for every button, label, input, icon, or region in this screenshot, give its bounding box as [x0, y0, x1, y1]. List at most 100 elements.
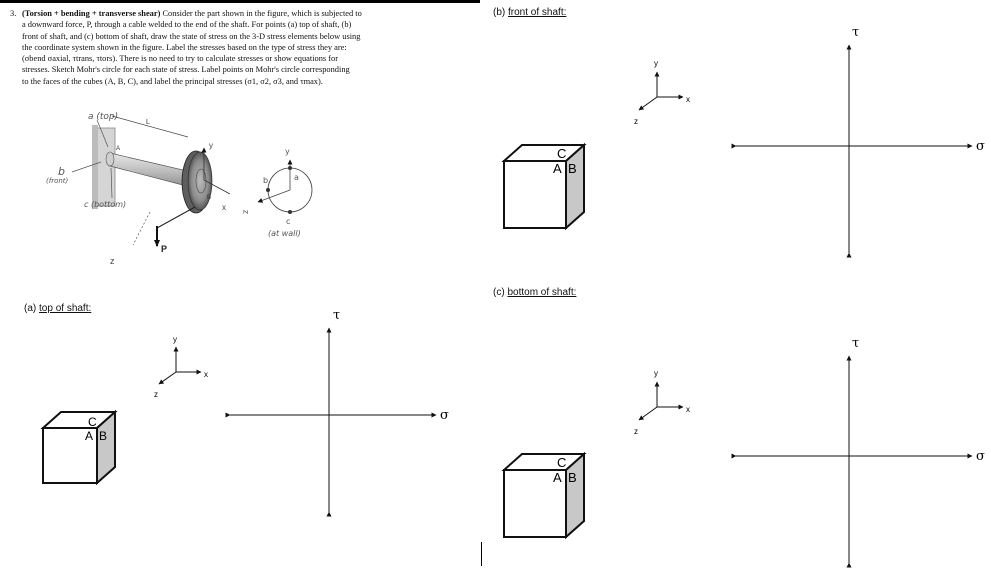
cube-c-face-B: B: [568, 470, 577, 485]
problem-line-3: the coordinate system shown in the figur…: [22, 42, 347, 52]
cube-c-front: [503, 469, 567, 538]
section-z-label: z: [241, 210, 250, 214]
cube-a-face-C: C: [88, 415, 97, 429]
section-y-label: y: [285, 147, 290, 156]
panel-b-mohr-axes: τ σ: [731, 25, 985, 258]
panel-b-y-label: y: [654, 59, 658, 68]
problem-line-4: (σbend σaxial, τtrans, τtors). There is …: [22, 54, 339, 64]
axis-x-line: [203, 179, 231, 195]
cable: [156, 206, 196, 229]
panel-b-cube: C A B: [501, 142, 587, 231]
section-point-c: [288, 210, 292, 214]
panel-c-label: (c) bottom of shaft:: [493, 287, 576, 298]
disk: [187, 151, 213, 211]
cube-c-side: [565, 451, 585, 540]
panel-a-mohr-axes: τ σ: [225, 308, 449, 517]
panel-c-mohr-axes: τ σ: [731, 336, 985, 568]
axis-z-label-fig: z: [110, 256, 115, 266]
section-point-a: [288, 166, 292, 170]
section-point-b: [266, 188, 270, 192]
problem-line-1: a downward force, P, through a cable wel…: [22, 20, 352, 30]
problem-statement: 3. (Torsion + bending + transverse shear…: [10, 8, 452, 87]
problem-line-5: stresses. Sketch Mohr's circle for each …: [22, 65, 350, 75]
problem-line-2: front of shaft, and (c) bottom of shaft,…: [22, 31, 361, 41]
pointer-b: [71, 161, 102, 173]
panel-b-axes: y x z: [634, 59, 690, 126]
panel-b-title: front of shaft:: [508, 7, 567, 18]
panel-b-z-label: z: [634, 117, 638, 126]
panel-b-sigma-label: σ: [976, 139, 985, 154]
column-divider: [481, 542, 482, 566]
cube-a-front: [42, 427, 98, 484]
panel-c-title: bottom of shaft:: [507, 287, 577, 298]
panel-c-axis-z: [638, 406, 658, 421]
dimension-line-L: [111, 115, 189, 138]
panel-a: y x z C A B τ σ: [40, 308, 449, 517]
cube-c-face-A: A: [553, 470, 562, 485]
panel-c-z-label: z: [634, 427, 638, 436]
handwritten-a-top: a (top): [88, 112, 118, 122]
panel-c-y-label: y: [654, 369, 658, 378]
panel-c-tau-label: τ: [852, 336, 859, 351]
axis-x-label: x: [222, 203, 226, 212]
section-c-label: c: [286, 217, 290, 226]
panel-b: y x z C A B τ σ: [501, 25, 985, 258]
panel-c-x-label: x: [686, 405, 690, 414]
handwritten-front: (front): [46, 177, 69, 185]
problem-number: 3.: [10, 9, 17, 18]
wall-section-sketch: y z a b c (at wall): [241, 147, 313, 238]
panel-a-y-label: y: [173, 335, 177, 344]
panel-a-axes: y x z: [154, 335, 208, 399]
panel-a-z-label: z: [154, 390, 158, 399]
cube-a-face-A: A: [85, 429, 93, 443]
axis-z-dashed: [132, 211, 151, 246]
shaft-figure: L y x B A P z a (top) b (front) c (botto…: [46, 112, 231, 266]
panel-a-label: (a) top of shaft:: [24, 303, 91, 314]
panel-b-axis-z: [638, 96, 658, 111]
panel-a-axis-z: [158, 371, 177, 385]
panel-a-prefix: (a): [24, 303, 37, 314]
handwritten-b: b: [58, 165, 65, 178]
cube-b-side: [565, 142, 585, 231]
section-a-label: a: [294, 173, 299, 182]
cube-b-face-A: A: [553, 161, 562, 176]
label-A-fig: A: [116, 146, 120, 152]
section-b-label: b: [263, 176, 268, 185]
wall-edge: [92, 125, 98, 209]
panel-a-title: top of shaft:: [39, 303, 92, 314]
shaft-end: [105, 151, 115, 167]
panel-a-sigma-label: σ: [440, 408, 449, 423]
cube-b-front: [503, 160, 567, 229]
cube-a-face-B: B: [99, 429, 107, 443]
cube-b-face-C: C: [557, 146, 566, 161]
problem-title: (Torsion + bending + transverse shear): [22, 9, 161, 18]
panel-a-x-label: x: [204, 370, 208, 379]
section-z-axis: [257, 189, 291, 203]
cube-b-face-B: B: [568, 161, 577, 176]
panel-b-prefix: (b): [493, 7, 506, 18]
panel-c: y x z C A B τ σ: [501, 336, 985, 568]
panel-c-prefix: (c): [493, 287, 505, 298]
panel-c-sigma-label: σ: [976, 449, 985, 464]
panel-a-tau-label: τ: [333, 308, 340, 323]
problem-line-6: to the faces of the cubes (A, B, C), and…: [22, 76, 323, 86]
top-rule: [0, 0, 480, 3]
label-L: L: [146, 119, 150, 126]
problem-text: (Torsion + bending + transverse shear) C…: [22, 8, 452, 87]
panel-b-label: (b) front of shaft:: [493, 7, 566, 18]
panel-c-cube: C A B: [501, 451, 587, 540]
problem-line-0: Consider the part shown in the figure, w…: [160, 9, 362, 18]
panel-a-cube: C A B: [40, 409, 118, 486]
handwritten-c-bottom: c (bottom): [84, 200, 126, 209]
pointer-a: [96, 119, 109, 148]
label-B-fig: B: [207, 195, 211, 201]
panel-b-tau-label: τ: [852, 25, 859, 40]
section-note: (at wall): [268, 229, 301, 238]
pointer-c: [110, 167, 113, 199]
panel-c-axes: y x z: [634, 369, 690, 436]
panel-b-x-label: x: [686, 95, 690, 104]
axis-y-label: y: [209, 141, 213, 150]
cube-c-face-C: C: [557, 455, 566, 470]
label-P: P: [161, 244, 167, 254]
